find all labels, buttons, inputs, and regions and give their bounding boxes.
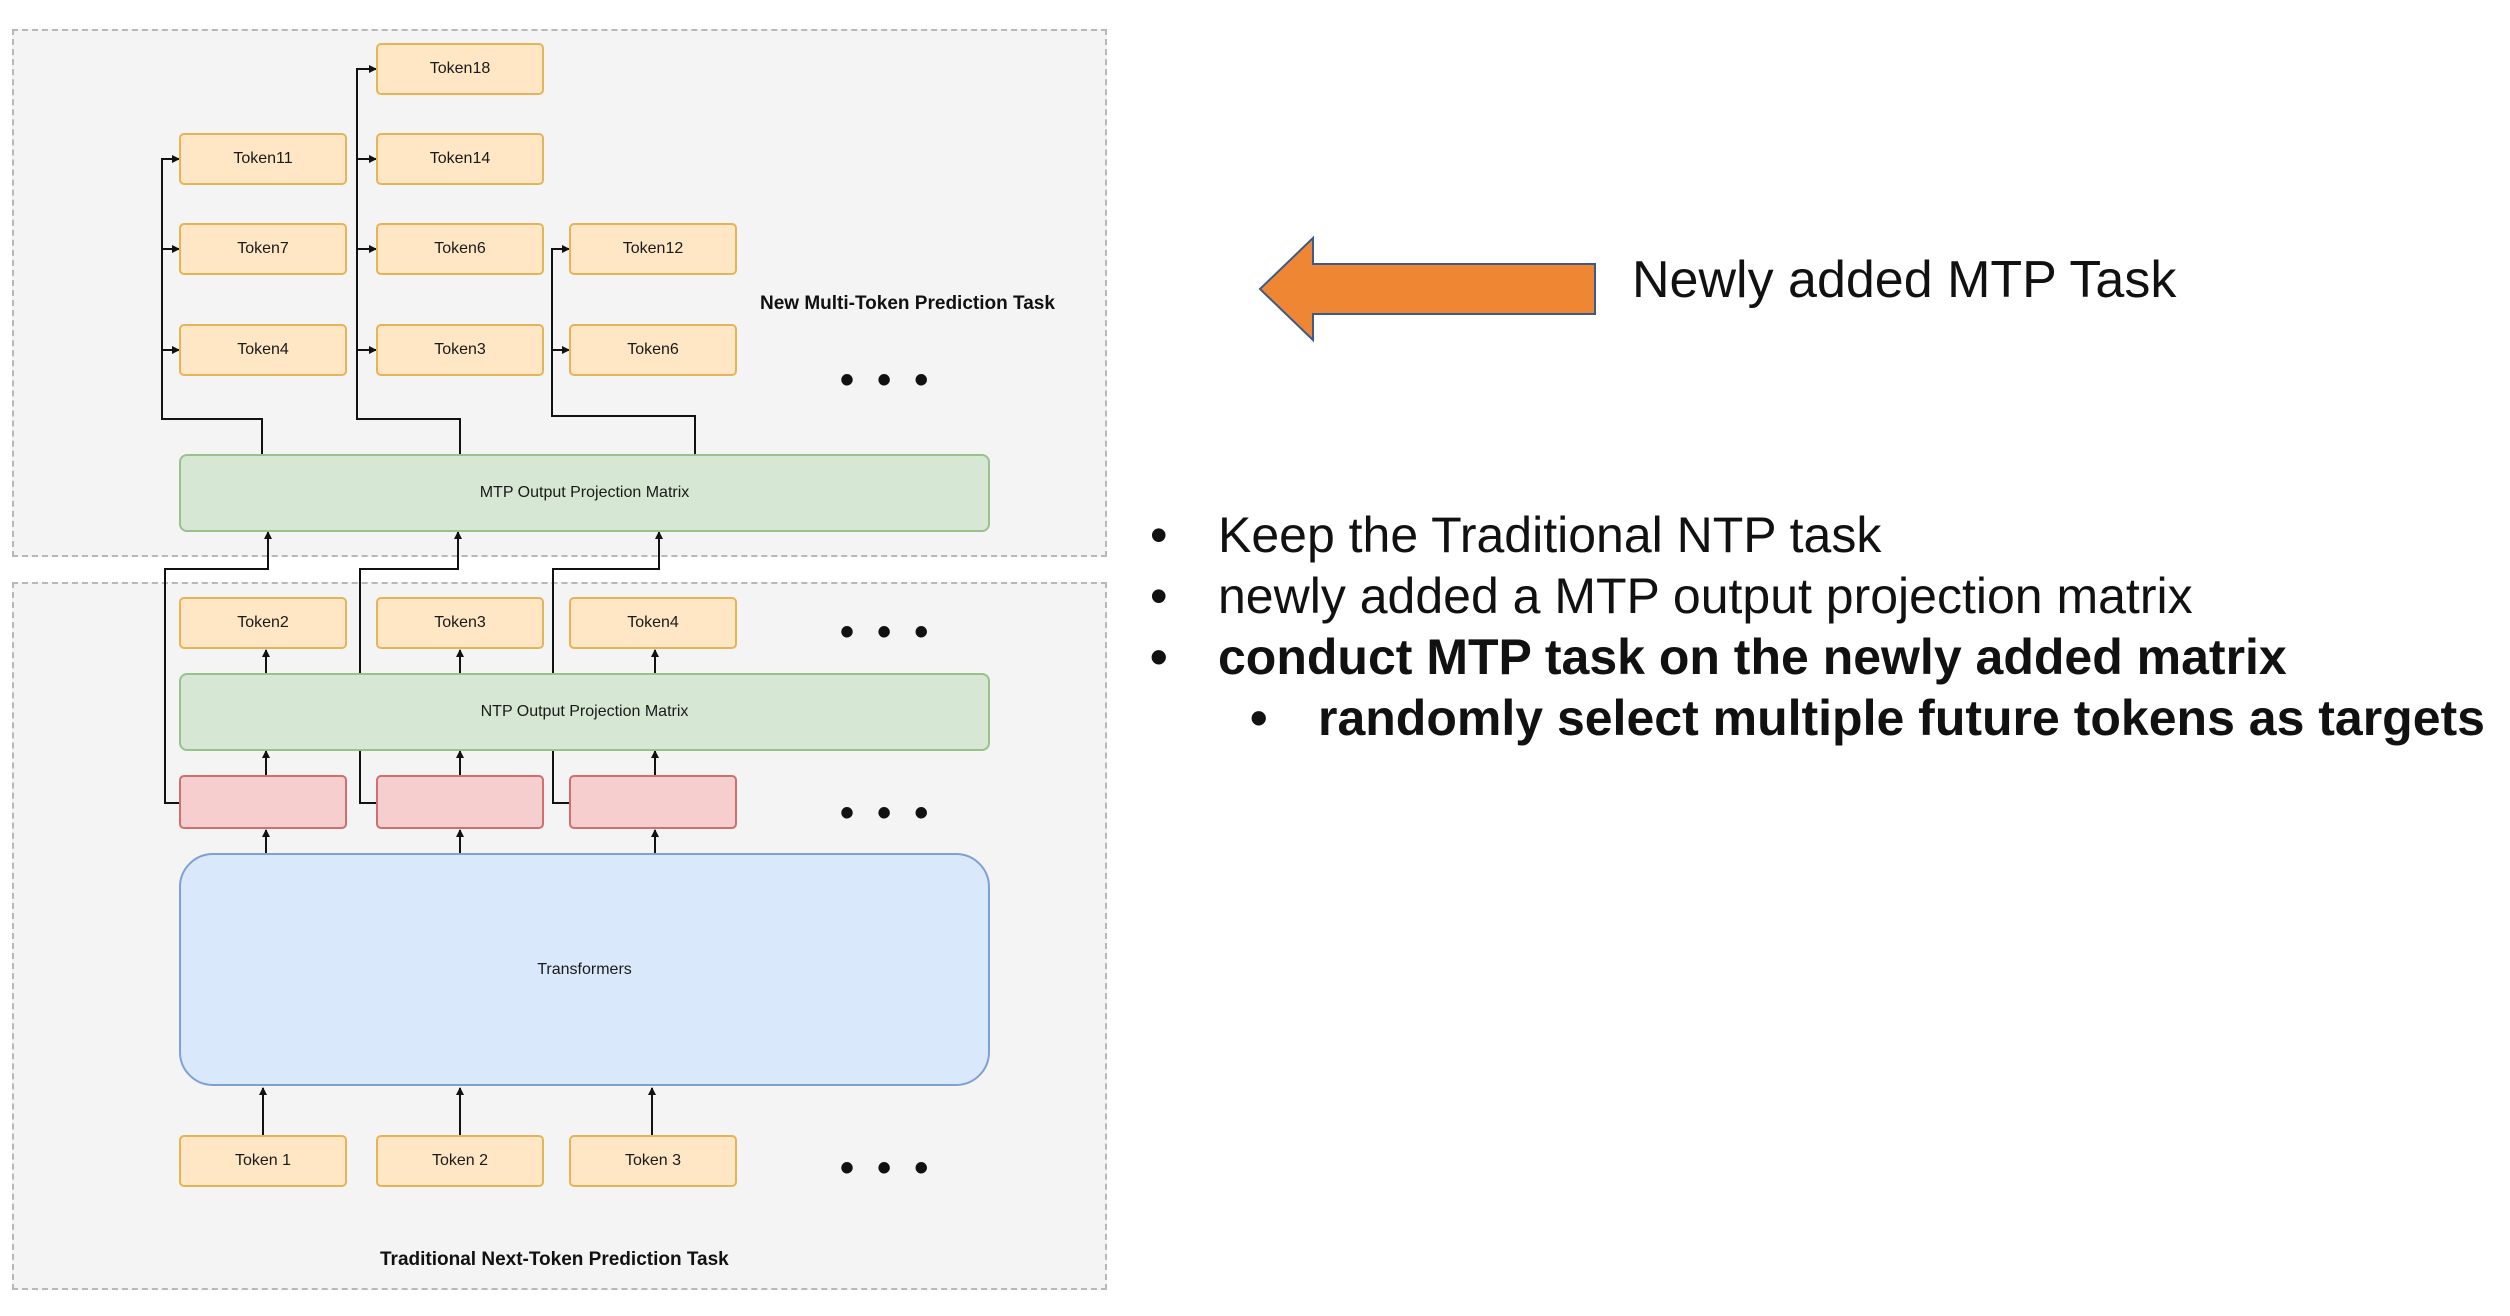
left-arrow-icon xyxy=(1258,235,1596,343)
mtp-token-col1-row2: Token7 xyxy=(179,223,347,275)
mtp-token-col1-row3: Token4 xyxy=(179,324,347,376)
mtp-token-col2-row4: Token3 xyxy=(376,324,544,376)
hidden-state-2 xyxy=(376,775,544,829)
mtp-token-col3-row1: Token12 xyxy=(569,223,737,275)
bullet-text: conduct MTP task on the newly added matr… xyxy=(1218,629,2287,685)
mtp-token-col2-row3: Token6 xyxy=(376,223,544,275)
bullet-item: • Keep the Traditional NTP task xyxy=(1150,505,2485,566)
bullet-marker: • xyxy=(1150,507,1168,563)
input-token-3: Token 3 xyxy=(569,1135,737,1187)
bullet-item: • newly added a MTP output projection mat… xyxy=(1150,566,2485,627)
bullet-marker: • xyxy=(1150,568,1168,624)
mtp-token-col2-row2: Token14 xyxy=(376,133,544,185)
ntp-output-token-2: Token3 xyxy=(376,597,544,649)
mtp-output-projection-matrix: MTP Output Projection Matrix xyxy=(179,454,990,532)
ntp-output-ellipsis: • • • xyxy=(840,610,935,654)
bullet-item: • conduct MTP task on the newly added mat… xyxy=(1150,627,2485,688)
input-ellipsis: • • • xyxy=(840,1146,935,1190)
mtp-ellipsis: • • • xyxy=(840,358,935,402)
hidden-state-ellipsis: • • • xyxy=(840,791,935,835)
bullet-text: newly added a MTP output projection matr… xyxy=(1218,568,2193,624)
input-token-2: Token 2 xyxy=(376,1135,544,1187)
mtp-token-col1-row1: Token11 xyxy=(179,133,347,185)
bullet-subitem: • randomly select multiple future tokens … xyxy=(1150,688,2485,749)
mtp-token-col3-row2: Token6 xyxy=(569,324,737,376)
mtp-token-col2-row1: Token18 xyxy=(376,43,544,95)
bullet-marker: • xyxy=(1250,690,1268,746)
bullet-marker: • xyxy=(1150,629,1168,685)
bullet-text: Keep the Traditional NTP task xyxy=(1218,507,1882,563)
ntp-output-projection-matrix: NTP Output Projection Matrix xyxy=(179,673,990,751)
ntp-section-caption: Traditional Next-Token Prediction Task xyxy=(380,1249,729,1270)
bullet-list: • Keep the Traditional NTP task • newly ad… xyxy=(1150,505,2485,749)
transformers-block: Transformers xyxy=(179,853,990,1086)
bullet-text: randomly select multiple future tokens a… xyxy=(1318,690,2485,746)
ntp-output-token-3: Token4 xyxy=(569,597,737,649)
hidden-state-1 xyxy=(179,775,347,829)
mtp-task-label: Newly added MTP Task xyxy=(1632,251,2177,309)
hidden-state-3 xyxy=(569,775,737,829)
mtp-section-caption: New Multi-Token Prediction Task xyxy=(760,293,1055,314)
input-token-1: Token 1 xyxy=(179,1135,347,1187)
ntp-output-token-1: Token2 xyxy=(179,597,347,649)
